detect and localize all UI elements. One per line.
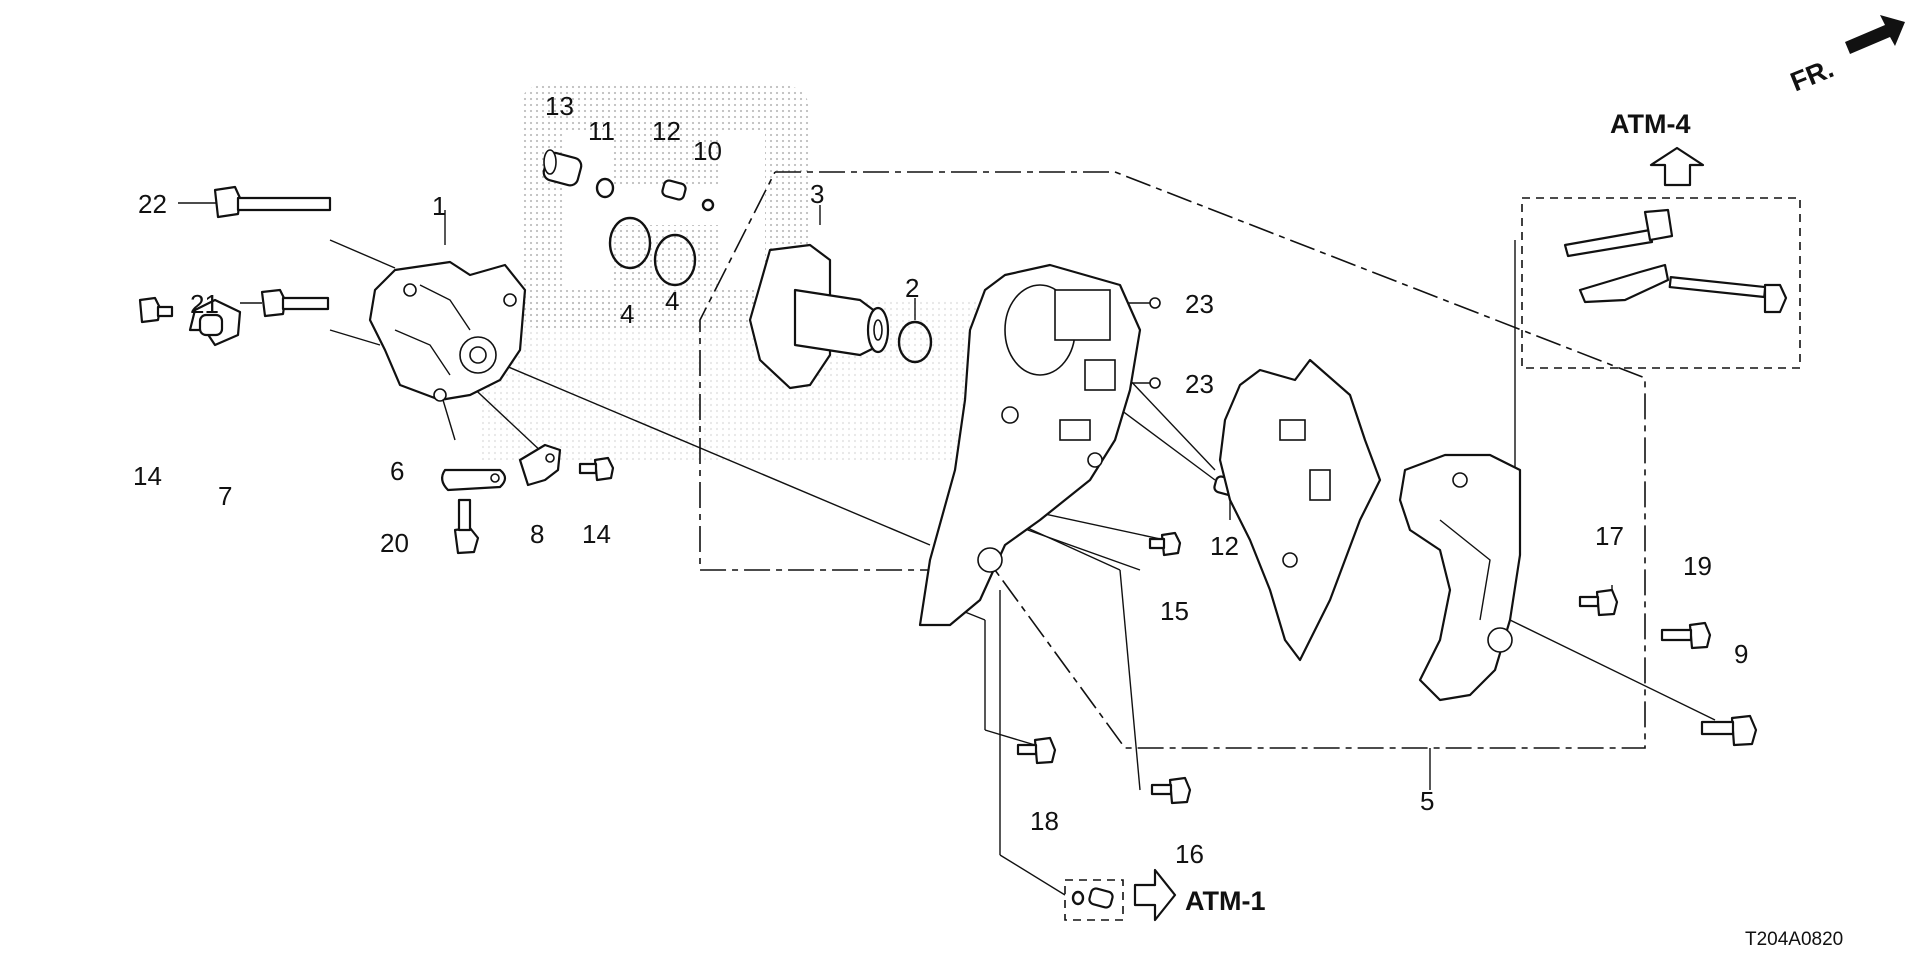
part-17-bolt: [1578, 588, 1619, 617]
part-21-bolt: [260, 288, 330, 318]
valve-body-plate: [918, 263, 1142, 627]
callout-2: 2: [905, 273, 919, 303]
callout-23b: 23: [1185, 369, 1214, 399]
callout-16: 16: [1175, 839, 1204, 869]
callout-15: 15: [1160, 596, 1189, 626]
assembly-outline-5: [699, 171, 1801, 921]
part-4-o-rings: [608, 216, 697, 287]
callout-13: 13: [545, 91, 574, 121]
callout-23a: 23: [1185, 289, 1214, 319]
part-12-dowel-top: [661, 179, 687, 201]
atm4-parts: [1563, 208, 1788, 314]
callout-4a: 4: [620, 299, 634, 329]
callout-20: 20: [380, 528, 409, 558]
callout-12a: 12: [652, 116, 681, 146]
part-9-bolt: [1700, 714, 1758, 747]
atm1-right-arrow: [1133, 868, 1177, 922]
callout-17: 17: [1595, 521, 1624, 551]
part-19-bolt: [1660, 621, 1712, 650]
part-22-long-bolt: [213, 185, 332, 219]
callout-labels: 1 2 3 4 4 5 6 7 8 9 10 11 12 12 13 14 14…: [133, 91, 1748, 869]
callout-1: 1: [432, 191, 446, 221]
part-23-balls: [1149, 297, 1161, 389]
diagram-code: T204A0820: [1745, 929, 1843, 950]
callout-4b: 4: [665, 286, 679, 316]
callout-14a: 14: [133, 461, 162, 491]
part-11-ring: [595, 177, 615, 199]
part-16-bolt: [1150, 776, 1192, 805]
part-2-o-ring: [897, 320, 933, 364]
callout-9: 9: [1734, 639, 1748, 669]
callout-12b: 12: [1210, 531, 1239, 561]
callout-3: 3: [810, 179, 824, 209]
reference-atm-4[interactable]: ATM-4: [1610, 109, 1691, 139]
part-20-bolt: [453, 498, 480, 555]
atm4-up-arrow: [1649, 146, 1705, 187]
part-13-sleeve: [542, 149, 583, 187]
reference-atm-1[interactable]: ATM-1: [1185, 886, 1266, 916]
part-7-sensor: [188, 298, 242, 347]
part-18-bolt: [1016, 736, 1057, 765]
part-15-bolt: [1148, 531, 1182, 557]
callout-21: 21: [190, 289, 219, 319]
callout-7: 7: [218, 481, 232, 511]
part-14-bolt-right: [578, 456, 615, 482]
callout-19: 19: [1683, 551, 1712, 581]
callout-14b: 14: [582, 519, 611, 549]
part-8-bracket: [518, 443, 562, 487]
part-5-valve-body: [1398, 453, 1522, 702]
atm1-parts: [1071, 887, 1114, 909]
callout-11: 11: [588, 116, 615, 146]
front-direction-arrow: [1845, 15, 1905, 54]
part-6-plate: [441, 468, 507, 492]
callout-22: 22: [138, 189, 167, 219]
separator-plate: [1218, 358, 1382, 662]
front-direction-label: FR.: [1786, 53, 1838, 97]
callout-10: 10: [693, 136, 722, 166]
part-10-ring: [701, 198, 715, 212]
callout-8: 8: [530, 519, 544, 549]
part-14-bolt-left: [138, 296, 174, 324]
part-3-stator-shaft: [748, 243, 890, 390]
callout-6: 6: [390, 456, 404, 486]
callout-18: 18: [1030, 806, 1059, 836]
callout-5: 5: [1420, 786, 1434, 816]
part-1-oil-pump: [368, 260, 527, 402]
